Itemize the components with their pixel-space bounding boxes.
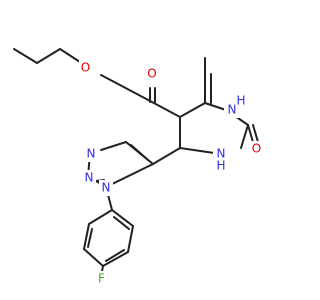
bond-aryl-2 (83, 223, 90, 250)
bond-c5-c6 (151, 101, 181, 118)
bond-aryl-5 (127, 225, 134, 253)
carbonyl-oxygen-label: O (147, 67, 156, 81)
ester-o-bg (79, 60, 92, 76)
bond-aryl-double-3 (113, 216, 130, 230)
bond-aryl-double-1 (87, 228, 93, 248)
bond-c4-triazole (152, 147, 181, 165)
triazole-n-mid-label: N (85, 171, 94, 185)
urea-oxygen-label: O (252, 142, 261, 156)
pyrimidine-n1-label: N (228, 103, 237, 117)
bond-aryl-1 (88, 209, 113, 225)
bond-ethyl-ch2 (36, 48, 61, 64)
triazole-n-top-bg (84, 146, 98, 162)
nh-lower-bg (213, 146, 231, 162)
bond-tri-double-1 (130, 144, 149, 161)
bond-o-c (100, 74, 153, 103)
bond-c2-nh-lower (240, 124, 249, 149)
bond-c5-methylcarbon (179, 102, 206, 118)
triazole-n-mid-bg (82, 170, 96, 186)
bond-tri-c4-n3 (100, 141, 127, 151)
urea-o-bg (249, 141, 264, 157)
molecule-diagram: O O N H N H O N N N F (13, 48, 264, 287)
fluorine-bg (95, 271, 108, 287)
bond-ch2-o (59, 48, 81, 63)
carbonyl-o-bg (145, 66, 159, 82)
bond-aryl-6 (111, 209, 134, 227)
triazole-n-bottom-bg (99, 180, 113, 196)
pyrimidine-h3-label: H (216, 159, 225, 173)
triazole-n-top-label: N (87, 147, 96, 161)
bond-c2-o-2 (252, 124, 259, 143)
bond-tri-n1-c5 (105, 163, 154, 188)
bond-c2-o-1 (247, 124, 254, 143)
bond-aryl-3 (83, 248, 104, 267)
pyrimidine-h1-label: H (236, 94, 245, 108)
bond-aryl-double-2 (105, 249, 125, 262)
fluorine-label: F (98, 272, 105, 286)
ester-oxygen-label: O (81, 61, 90, 75)
bond-c6-nh (204, 102, 227, 111)
bond-ethyl-ch3 (13, 48, 38, 64)
molecule-svg: O O N H N H O N N N F (13, 48, 264, 287)
triazole-n-bottom-label: N (102, 181, 111, 195)
bond-aryl-4 (102, 251, 129, 267)
pyrimidine-n3-label: N (217, 147, 226, 161)
nh-upper-bg (224, 102, 242, 118)
